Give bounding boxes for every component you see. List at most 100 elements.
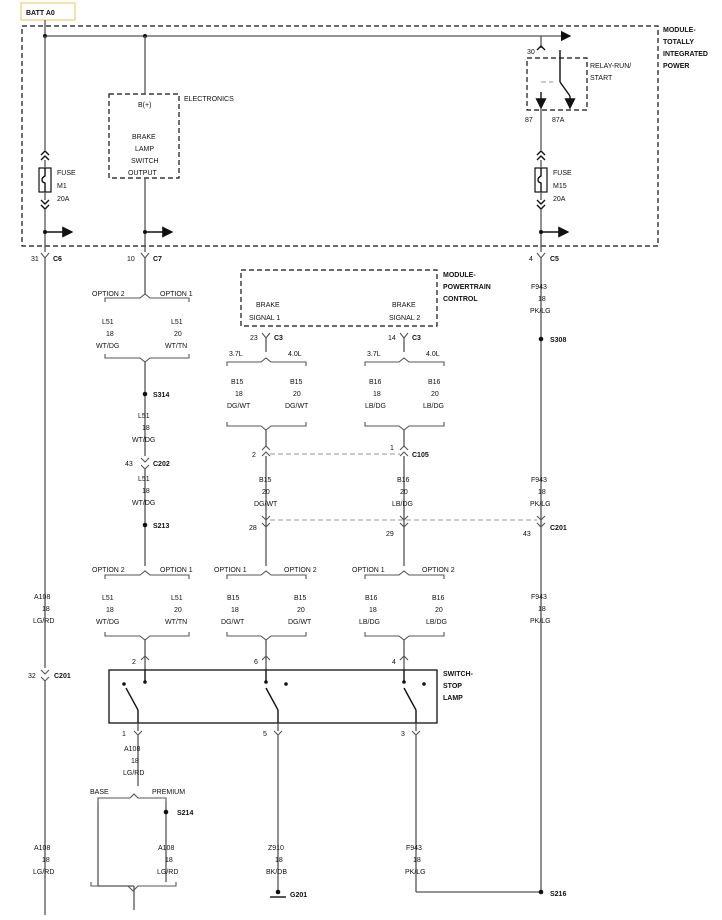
svg-text:WT/DG: WT/DG bbox=[132, 500, 155, 507]
svg-text:2: 2 bbox=[132, 659, 136, 666]
svg-text:WT/TN: WT/TN bbox=[165, 619, 187, 626]
svg-text:L51: L51 bbox=[171, 595, 183, 602]
relay-label: RELAY-RUN/ START bbox=[590, 63, 631, 82]
splice-s213-dot bbox=[142, 522, 148, 528]
svg-text:1: 1 bbox=[122, 731, 126, 738]
svg-text:A108: A108 bbox=[158, 845, 174, 852]
svg-text:L51: L51 bbox=[102, 319, 114, 326]
svg-text:B15: B15 bbox=[231, 379, 244, 386]
svg-text:18: 18 bbox=[413, 857, 421, 864]
junction bbox=[143, 230, 147, 234]
tipm-module-box bbox=[21, 25, 659, 247]
svg-text:LAMP: LAMP bbox=[443, 695, 463, 702]
switch-contact-1 bbox=[122, 670, 147, 723]
svg-text:RELAY-RUN/: RELAY-RUN/ bbox=[590, 63, 631, 70]
junction bbox=[539, 230, 543, 234]
svg-text:B16: B16 bbox=[432, 595, 445, 602]
svg-text:B16: B16 bbox=[428, 379, 441, 386]
wire-l51-lower-label: L51 18 WT/DG bbox=[132, 476, 155, 507]
svg-text:OPTION 1: OPTION 1 bbox=[214, 567, 247, 574]
svg-text:C201: C201 bbox=[54, 673, 71, 680]
wire-z910-label: Z910 18 BK/DB bbox=[266, 845, 287, 876]
svg-text:CONTROL: CONTROL bbox=[443, 296, 478, 303]
fuse-m1-label: FUSE M1 20A bbox=[57, 170, 76, 203]
svg-text:DG/WT: DG/WT bbox=[221, 619, 245, 626]
svg-text:1: 1 bbox=[390, 445, 394, 452]
relay-pin-87a: 87A bbox=[552, 117, 565, 124]
svg-text:BRAKE: BRAKE bbox=[392, 302, 416, 309]
svg-text:20: 20 bbox=[431, 391, 439, 398]
wire-l51-mid-label: L51 18 WT/DG bbox=[132, 413, 155, 444]
svg-text:43: 43 bbox=[523, 531, 531, 538]
svg-text:18: 18 bbox=[142, 488, 150, 495]
svg-text:10: 10 bbox=[127, 256, 135, 263]
splice-s308-dot bbox=[538, 336, 544, 342]
svg-text:18: 18 bbox=[275, 857, 283, 864]
svg-text:INTEGRATED: INTEGRATED bbox=[663, 51, 708, 58]
wire-f943-label-2: F943 18 PK/LG bbox=[530, 477, 551, 508]
svg-text:B16: B16 bbox=[369, 379, 382, 386]
connector-c6: 31 C6 bbox=[31, 252, 62, 263]
svg-text:F943: F943 bbox=[531, 477, 547, 484]
svg-text:START: START bbox=[590, 75, 613, 82]
svg-text:18: 18 bbox=[165, 857, 173, 864]
relay-pin-30: 30 bbox=[527, 49, 535, 56]
ground-g201: G201 bbox=[290, 892, 307, 899]
b15-engine-option-block: 3.7L 4.0L B15 18 DG/WT B15 20 DG/WT bbox=[226, 351, 309, 431]
svg-text:WT/DG: WT/DG bbox=[132, 437, 155, 444]
svg-text:C105: C105 bbox=[412, 452, 429, 459]
connector-c105: 2 1 C105 bbox=[252, 445, 429, 459]
svg-text:L51: L51 bbox=[138, 476, 150, 483]
svg-text:23: 23 bbox=[250, 335, 258, 342]
svg-text:F943: F943 bbox=[406, 845, 422, 852]
splice-s308: S308 bbox=[550, 337, 566, 344]
svg-text:B15: B15 bbox=[259, 477, 272, 484]
splice-s214: S214 bbox=[177, 810, 193, 817]
svg-text:5: 5 bbox=[263, 731, 267, 738]
trim-option-block: BASE PREMIUM bbox=[90, 789, 185, 802]
svg-text:BASE: BASE bbox=[90, 789, 109, 796]
svg-text:B16: B16 bbox=[365, 595, 378, 602]
svg-text:LG/RD: LG/RD bbox=[33, 618, 54, 625]
svg-text:4.0L: 4.0L bbox=[288, 351, 302, 358]
stop-lamp-switch-label: SWITCH- STOP LAMP bbox=[443, 671, 474, 702]
svg-text:LB/DG: LB/DG bbox=[423, 403, 444, 410]
svg-text:B15: B15 bbox=[227, 595, 240, 602]
svg-text:C202: C202 bbox=[153, 461, 170, 468]
svg-text:A108: A108 bbox=[124, 746, 140, 753]
connector-c201-left: 32 C201 bbox=[28, 669, 71, 682]
ground-g201-dot bbox=[275, 889, 281, 895]
svg-text:20: 20 bbox=[435, 607, 443, 614]
svg-text:3: 3 bbox=[401, 731, 405, 738]
wire-a108-base-label: A108 18 LG/RD bbox=[33, 845, 54, 876]
svg-text:SWITCH-: SWITCH- bbox=[443, 671, 474, 678]
wire-f943-label-1: F943 18 PK/LG bbox=[530, 284, 551, 315]
svg-text:LAMP: LAMP bbox=[135, 146, 154, 153]
svg-text:18: 18 bbox=[369, 607, 377, 614]
svg-text:MODULE-: MODULE- bbox=[663, 27, 696, 34]
svg-text:2: 2 bbox=[252, 452, 256, 459]
svg-text:PK/LG: PK/LG bbox=[405, 869, 426, 876]
svg-text:DG/WT: DG/WT bbox=[288, 619, 312, 626]
svg-text:29: 29 bbox=[386, 531, 394, 538]
switch-contact-2 bbox=[264, 670, 288, 723]
svg-text:OPTION 2: OPTION 2 bbox=[422, 567, 455, 574]
svg-text:18: 18 bbox=[538, 296, 546, 303]
svg-text:PK/LG: PK/LG bbox=[530, 501, 551, 508]
wire-b16-label: B16 20 LB/DG bbox=[392, 477, 413, 508]
svg-text:TOTALLY: TOTALLY bbox=[663, 39, 694, 46]
fuse-m1-top-terminal bbox=[40, 150, 50, 161]
svg-text:18: 18 bbox=[106, 607, 114, 614]
svg-text:18: 18 bbox=[106, 331, 114, 338]
harness-bracket bbox=[90, 882, 177, 892]
svg-text:31: 31 bbox=[31, 256, 39, 263]
svg-text:20A: 20A bbox=[57, 196, 70, 203]
junction bbox=[43, 230, 47, 234]
svg-text:L51: L51 bbox=[138, 413, 150, 420]
svg-text:DG/WT: DG/WT bbox=[285, 403, 309, 410]
svg-text:LG/RD: LG/RD bbox=[123, 770, 144, 777]
wire-f943-label-3: F943 18 PK/LG bbox=[530, 594, 551, 625]
splice-s314: S314 bbox=[153, 392, 169, 399]
b16-lower-option-block: OPTION 1 OPTION 2 B16 18 LB/DG B16 20 LB… bbox=[352, 567, 455, 641]
svg-text:4.0L: 4.0L bbox=[426, 351, 440, 358]
